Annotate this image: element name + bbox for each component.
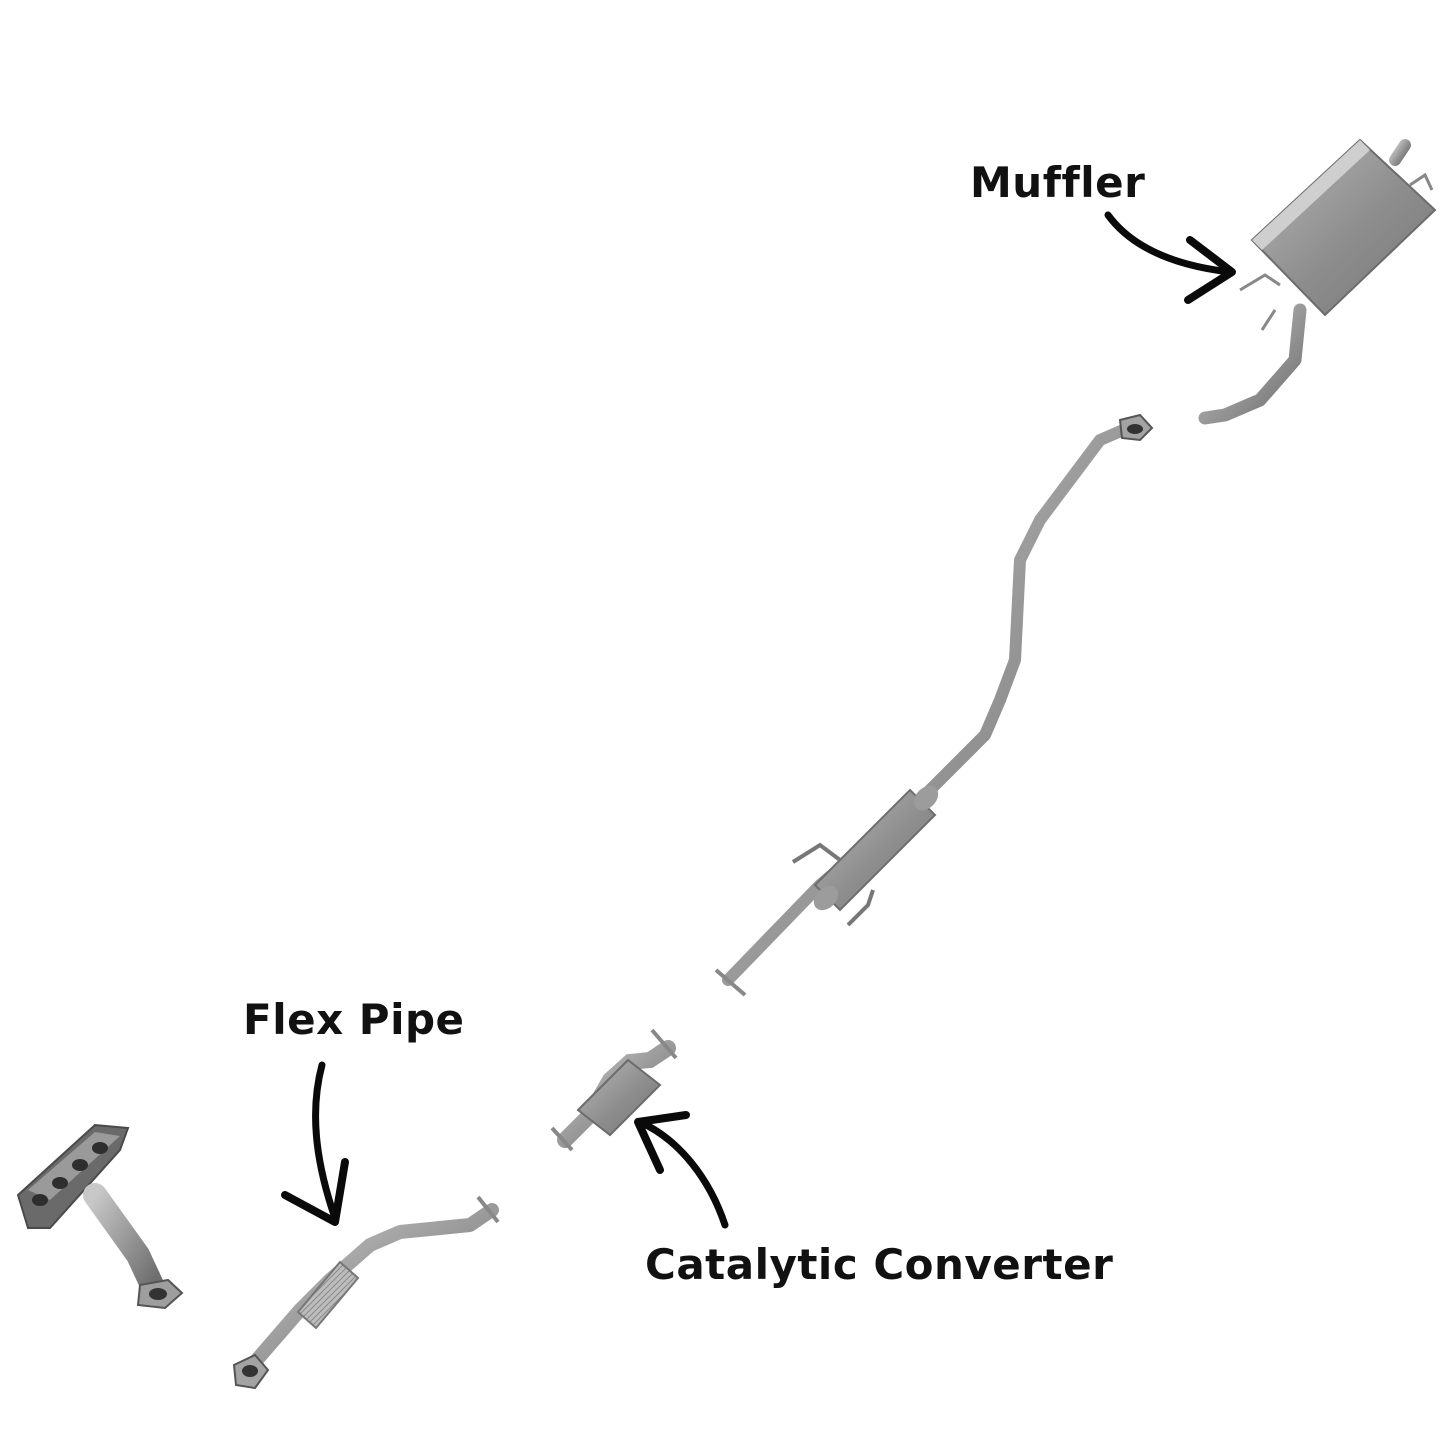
flex-pipe-label: Flex Pipe <box>243 995 465 1044</box>
flex-pipe-arrow <box>281 1061 349 1226</box>
flex-pipe <box>232 1195 500 1390</box>
catalytic-converter-arrow <box>634 1111 729 1229</box>
catalytic-converter-label: Catalytic Converter <box>645 1240 1114 1289</box>
muffler-arrow <box>1104 211 1236 304</box>
catalytic-converter <box>550 1028 678 1152</box>
resonator-pipe <box>714 413 1154 997</box>
muffler <box>1198 138 1437 425</box>
muffler-label: Muffler <box>970 158 1146 207</box>
exhaust-manifold <box>16 1123 184 1310</box>
